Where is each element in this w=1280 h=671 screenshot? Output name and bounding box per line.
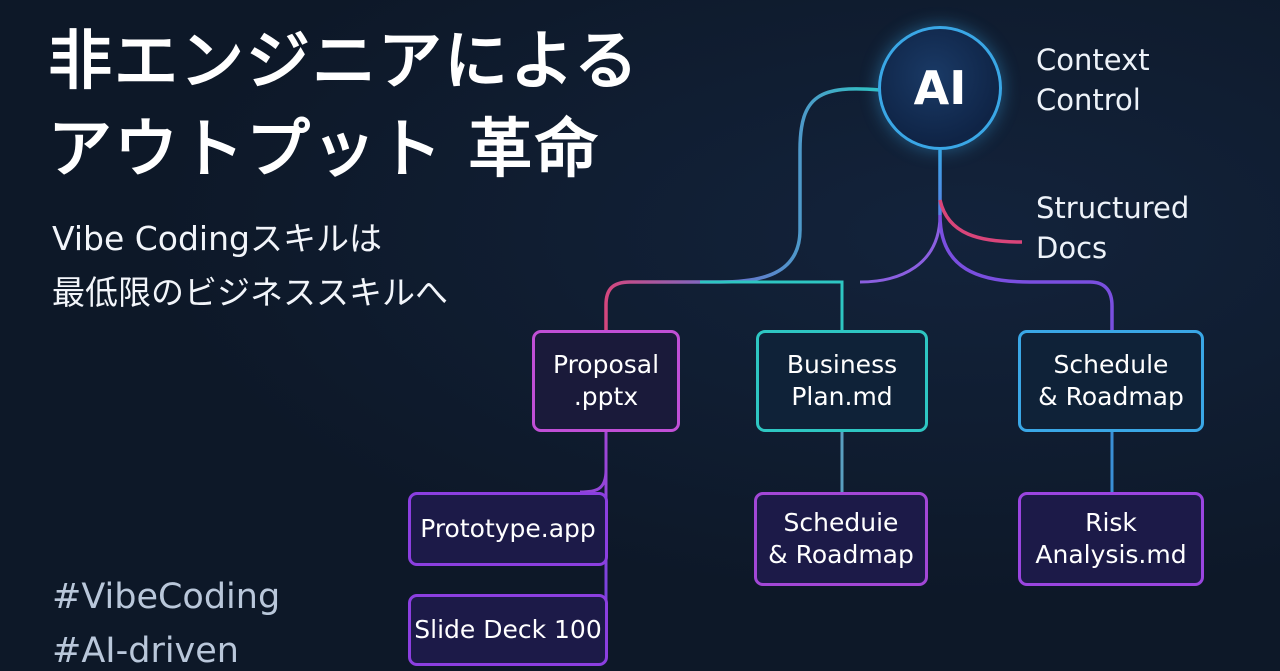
node-proposal-line-1: Proposal xyxy=(552,350,660,379)
node-prototype-line-1: Prototype.app xyxy=(420,514,596,543)
node-business-plan-line-2: Plan.md xyxy=(791,382,893,411)
node-schedule-line-2: & Roadmap xyxy=(1038,382,1184,411)
node-slide-deck: Slide Deck 100 xyxy=(408,594,608,666)
subtitle-line-1: Vibe Codingスキルは xyxy=(52,219,382,258)
context-control-line-1: Context xyxy=(1036,43,1150,77)
node-prototype-app: Prototype.app xyxy=(408,492,608,566)
structured-docs-line-1: Structured xyxy=(1036,191,1190,225)
node-schedule-line-1: Schedule xyxy=(1053,350,1169,379)
connector-trunk-to-center xyxy=(859,214,942,284)
context-control-line-2: Control xyxy=(1036,83,1141,117)
page-title-line-1: 非エンジニアによる xyxy=(48,25,641,99)
node-scheduie-line-2: & Roadmap xyxy=(768,540,914,569)
node-risk-line-1: Risk xyxy=(1085,508,1137,537)
connector-trunk-to-schedule xyxy=(938,214,1114,330)
context-control-label: Context Control xyxy=(1036,40,1150,120)
ai-hub-circle: AI xyxy=(878,26,1002,150)
node-risk-line-2: Analysis.md xyxy=(1035,540,1187,569)
node-business-plan: Business Plan.md xyxy=(756,330,928,432)
hashtag-vibecoding: #VibeCoding xyxy=(52,577,281,617)
subtitle-line-2: 最低限のビジネススキルへ xyxy=(52,273,448,312)
connector-ai-to-left-curve xyxy=(604,87,881,330)
connector-to-structured-docs xyxy=(938,199,1023,244)
structured-docs-line-2: Docs xyxy=(1036,231,1108,265)
ai-hub-label: AI xyxy=(913,61,967,115)
connector-proposal-to-prototype xyxy=(579,432,608,494)
connector-branch-to-business xyxy=(700,280,844,330)
node-schedule-roadmap: Schedule & Roadmap xyxy=(1018,330,1204,432)
node-slide-deck-line-1: Slide Deck 100 xyxy=(414,615,602,644)
node-proposal-line-2: .pptx xyxy=(573,382,639,411)
node-scheduie-line-1: Scheduie xyxy=(783,508,899,537)
node-proposal: Proposal .pptx xyxy=(532,330,680,432)
node-risk-analysis: Risk Analysis.md xyxy=(1018,492,1204,586)
hashtag-ai-driven: #AI-driven xyxy=(52,631,239,671)
structured-docs-label: Structured Docs xyxy=(1036,188,1189,268)
page-title-line-2: アウトプット 革命 xyxy=(48,113,601,187)
node-business-plan-line-1: Business xyxy=(786,350,898,379)
node-scheduie-roadmap: Scheduie & Roadmap xyxy=(754,492,928,586)
